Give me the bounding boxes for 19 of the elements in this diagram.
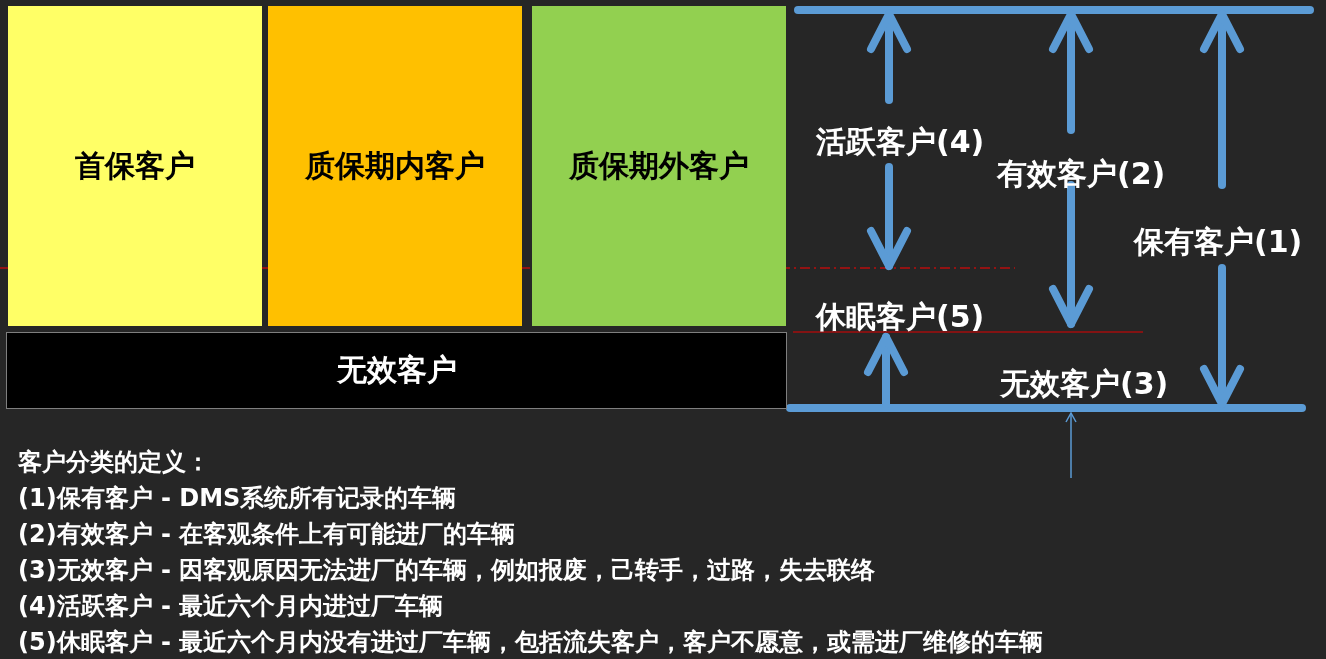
definition-heading: 客户分类的定义： xyxy=(18,447,210,478)
category-label: 质保期内客户 xyxy=(305,146,485,185)
category-label: 质保期外客户 xyxy=(569,146,749,185)
range-label: 无效客户(3) xyxy=(1000,365,1169,403)
definition-text: (1)保有客户 - DMS系统所有记录的车辆 xyxy=(18,483,457,514)
range-label: 有效客户(2) xyxy=(997,155,1166,193)
category-box xyxy=(6,332,787,409)
category-label: 无效客户 xyxy=(336,351,457,389)
range-label: 活跃客户(4) xyxy=(816,123,985,161)
range-label: 休眠客户(5) xyxy=(816,298,985,336)
range-label: 保有客户(1) xyxy=(1134,223,1303,261)
definition-text: (5)休眠客户 - 最近六个月内没有进过厂车辆，包括流失客户，客户不愿意，或需进厂维修的车辆 xyxy=(18,627,1044,658)
category-label: 首保客户 xyxy=(75,146,195,185)
definition-text: (4)活跃客户 - 最近六个月内进过厂车辆 xyxy=(18,591,444,622)
category-box xyxy=(8,6,262,326)
category-box xyxy=(532,6,786,326)
definition-text: (3)无效客户 - 因客观原因无法进厂的车辆，例如报废，己转手，过路，失去联络 xyxy=(18,555,876,586)
definition-text: (2)有效客户 - 在客观条件上有可能进厂的车辆 xyxy=(18,519,516,550)
category-box xyxy=(268,6,522,326)
